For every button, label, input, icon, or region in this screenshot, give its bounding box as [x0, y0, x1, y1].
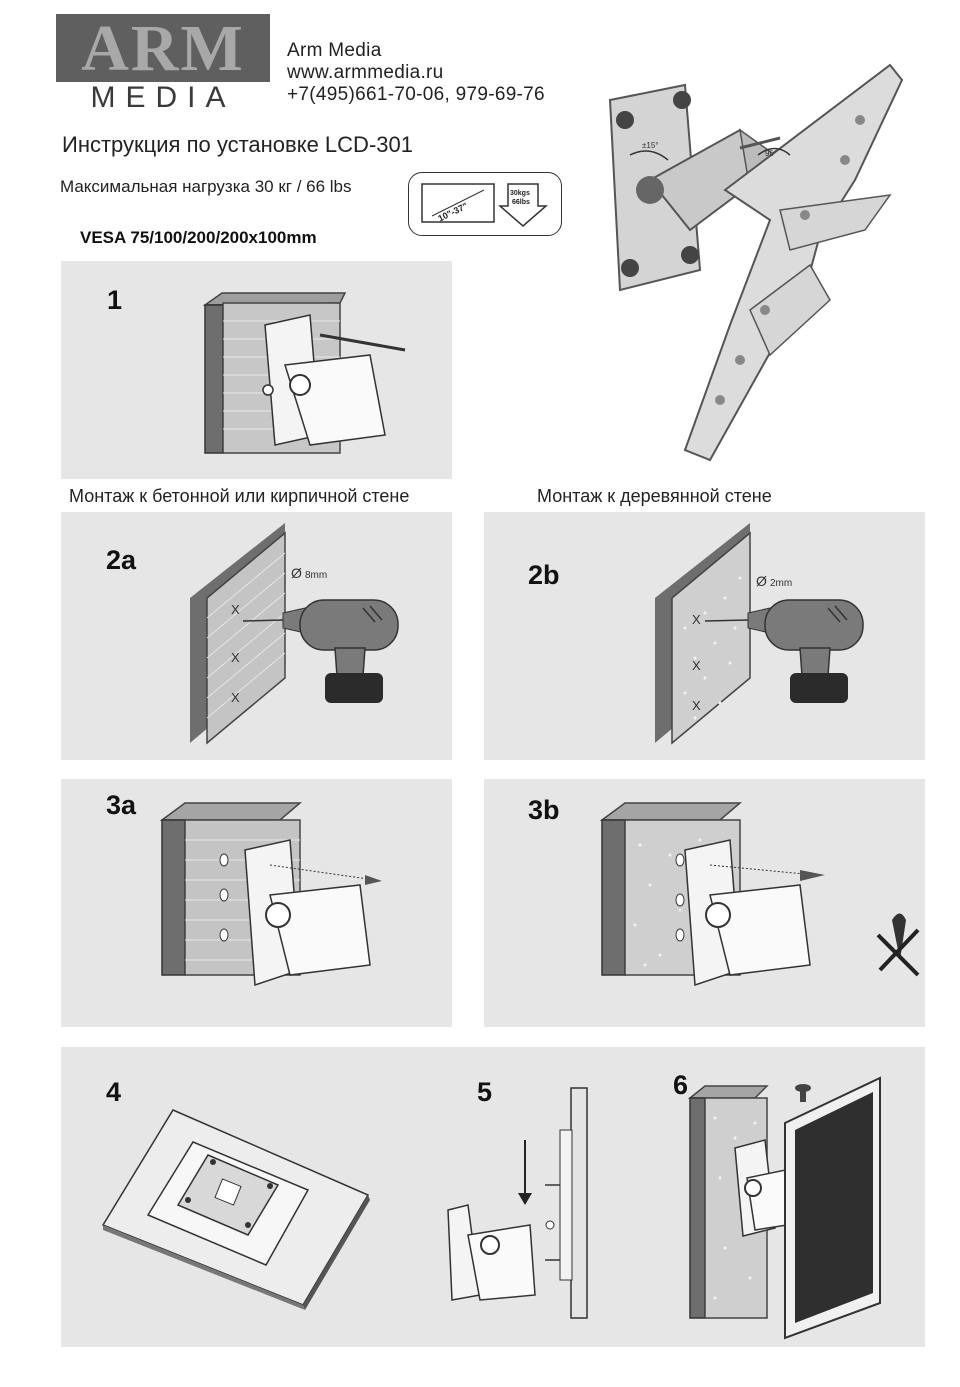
- tv-screen: [795, 1092, 873, 1323]
- step-3b-number: 3b: [528, 795, 560, 825]
- svg-text:Ø: Ø: [291, 565, 302, 581]
- weight-arrow-icon: 30kgs 66lbs: [497, 183, 549, 227]
- step-1-number: 1: [107, 285, 123, 315]
- step-5-illustration: [447, 1087, 588, 1319]
- caption-wood: Монтаж к деревянной стене: [537, 486, 772, 506]
- drill-mark: X: [231, 602, 240, 617]
- step-6-illustration: [687, 1076, 881, 1340]
- svg-text:X: X: [692, 658, 701, 673]
- svg-text:Ø: Ø: [756, 573, 767, 589]
- no-anchor-icon: [876, 913, 920, 977]
- company-website: www.armmedia.ru: [287, 62, 444, 83]
- drill-icon: [299, 599, 399, 651]
- step-5-number: 5: [477, 1077, 493, 1107]
- drill-bit-size-2b: 2mm: [770, 578, 792, 589]
- spec-icons: 10"-37" 30kgs 66lbs: [421, 183, 549, 227]
- weight-lbs-label: 66lbs: [512, 199, 530, 206]
- step-4-illustration: [101, 1109, 370, 1310]
- swivel-label: 90°: [765, 149, 777, 158]
- drill-bit-size-2a: 8mm: [305, 570, 327, 581]
- spec-icons-box: [408, 172, 562, 236]
- max-load-text: Максимальная нагрузка 30 кг / 66 lbs: [60, 177, 352, 196]
- step-2b-number: 2b: [528, 560, 560, 590]
- logo-arm-text: ARM: [81, 12, 245, 85]
- logo-media-text: MEDIA: [90, 81, 236, 114]
- step-4-number: 4: [106, 1077, 122, 1107]
- svg-text:X: X: [231, 690, 240, 705]
- tilt-label: ±15°: [642, 141, 659, 150]
- page-title: Инструкция по установке LCD-301: [62, 132, 413, 157]
- company-info: Arm Media www.armmedia.ru +7(495)661-70-…: [287, 40, 545, 106]
- step-2a-number: 2a: [106, 545, 137, 575]
- company-name: Arm Media: [287, 40, 382, 61]
- caption-concrete: Монтаж к бетонной или кирпичной стене: [69, 486, 410, 506]
- step-2a-illustration: X X X Ø 8mm: [190, 523, 399, 745]
- arm-media-logo: ARM MEDIA: [56, 12, 270, 114]
- svg-text:X: X: [692, 698, 701, 713]
- step-3a-illustration: [159, 802, 382, 987]
- step-2b-illustration: X X X Ø 2mm: [655, 523, 864, 745]
- vesa-text: VESA 75/100/200/200x100mm: [80, 228, 317, 247]
- svg-text:X: X: [692, 612, 701, 627]
- step-6-number: 6: [673, 1070, 689, 1100]
- step-3a-number: 3a: [106, 790, 137, 820]
- step-3b-illustration: [599, 802, 920, 987]
- screen-size-icon: [421, 183, 495, 223]
- step-1-illustration: [202, 292, 406, 454]
- svg-text:X: X: [231, 650, 240, 665]
- company-phone: +7(495)661-70-06, 979-69-76: [287, 84, 545, 105]
- weight-kg-label: 30kgs: [510, 190, 530, 197]
- product-bracket-image: ±15° 90°: [608, 63, 904, 462]
